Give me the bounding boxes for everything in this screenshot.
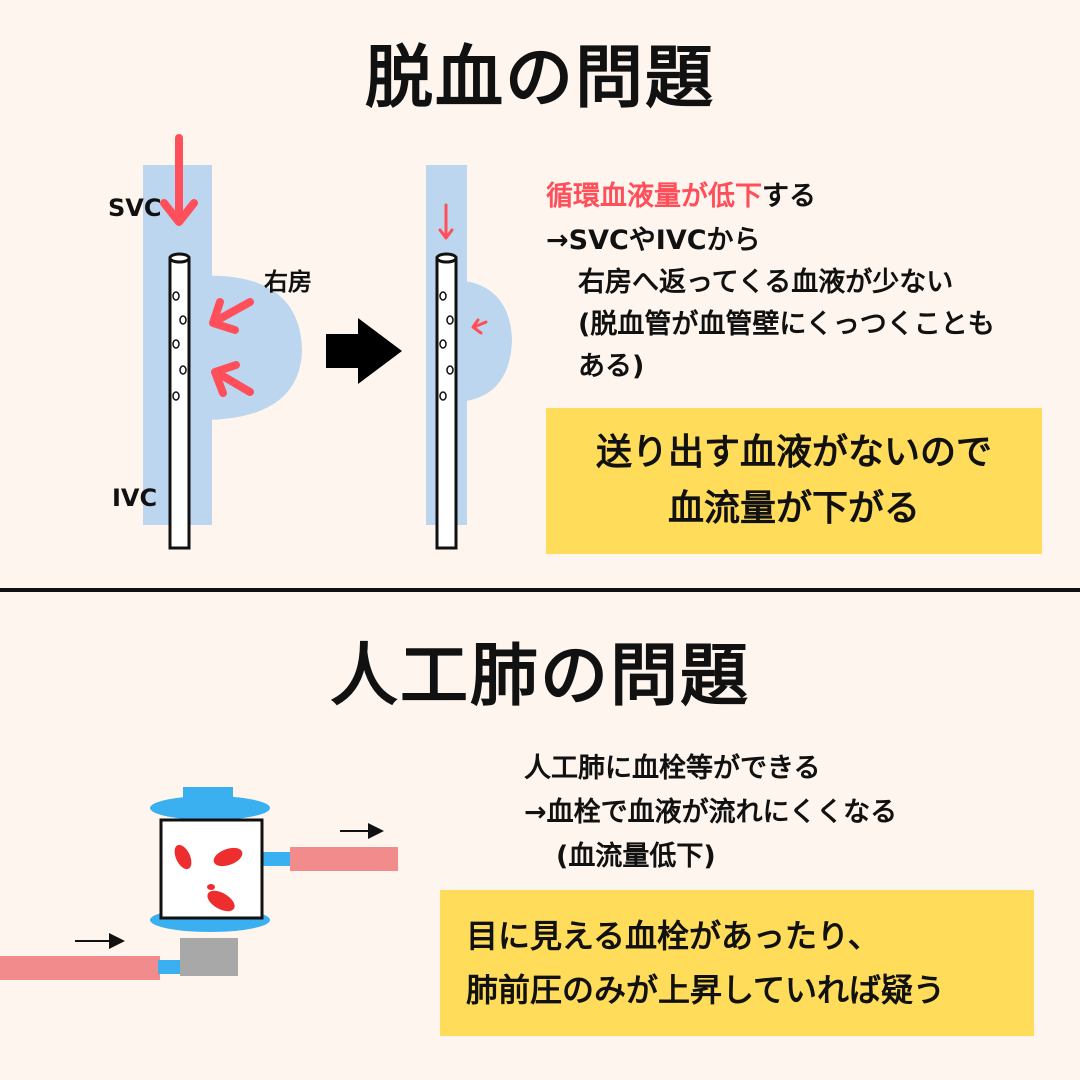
section2-line1: 人工肺に血栓等ができる — [524, 753, 821, 784]
section2-title: 人工肺の問題 — [329, 637, 750, 716]
section1-conclusion-box: 送り出す血液がないので 血流量が下がる — [546, 408, 1042, 554]
section2-line3: (血流量低下) — [556, 841, 716, 872]
outlet-tube — [262, 847, 398, 871]
oxygenator — [150, 787, 270, 932]
vessel-normal — [143, 165, 302, 525]
svc-label: SVC — [108, 194, 162, 222]
inlet-tube — [0, 956, 188, 980]
section1-line2: →SVCやIVCから — [546, 225, 761, 256]
flow-arrows-low-volume — [438, 203, 488, 335]
cannula-low-volume — [435, 252, 458, 550]
right-atrium-label: 右房 — [264, 268, 312, 296]
section1-line1-rest: する — [762, 181, 816, 212]
section1-title: 脱血の問題 — [364, 39, 715, 118]
section1-line1: 循環血液量が低下する — [546, 176, 816, 218]
cannula-normal — [168, 252, 191, 550]
section1-line5: ある) — [578, 351, 645, 382]
ivc-label: IVC — [112, 484, 158, 512]
transition-arrow — [326, 318, 402, 384]
section2-line2: →血栓で血液が流れにくくなる — [524, 797, 898, 828]
pump-head — [180, 938, 238, 976]
section1-line4: (脱血管が血管壁にくっつくことも — [578, 309, 995, 340]
section2-conclusion-line1: 目に見える血栓があったり、 — [466, 917, 880, 955]
section2-conclusion-box: 目に見える血栓があったり、 肺前圧のみが上昇していれば疑う — [440, 890, 1034, 1036]
section1-line1-highlight: 循環血液量が低下 — [546, 181, 762, 212]
section1-conclusion-line2: 血流量が下がる — [667, 488, 920, 529]
section-divider — [0, 588, 1080, 592]
flow-arrows-normal — [160, 134, 254, 397]
section1-conclusion-line1: 送り出す血液がないので — [595, 432, 992, 473]
section2-conclusion-line2: 肺前圧のみが上昇していれば疑う — [466, 971, 946, 1009]
clots — [174, 844, 243, 912]
section1-line3: 右房へ返ってくる血液が少ない — [578, 267, 954, 298]
